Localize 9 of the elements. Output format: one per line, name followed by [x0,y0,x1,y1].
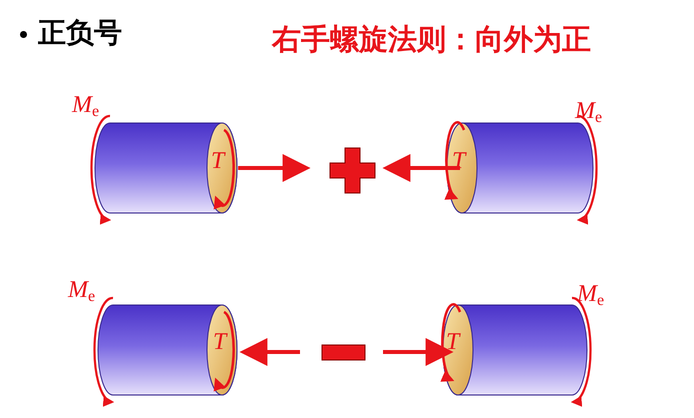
torque-label: T [213,329,226,356]
moment-label: M$_{e}$ [68,277,96,306]
moment-label: M$_{e}$ [577,281,604,310]
torque-label: T [211,148,224,175]
torque-label: T [446,329,460,356]
heading: 正负号 [38,15,122,51]
moment-label: M$_{e}$ [72,92,100,121]
moment-label: M$_{e}$ [575,98,602,127]
rule-note: 右手螺旋法则：向外为正 [272,21,591,58]
